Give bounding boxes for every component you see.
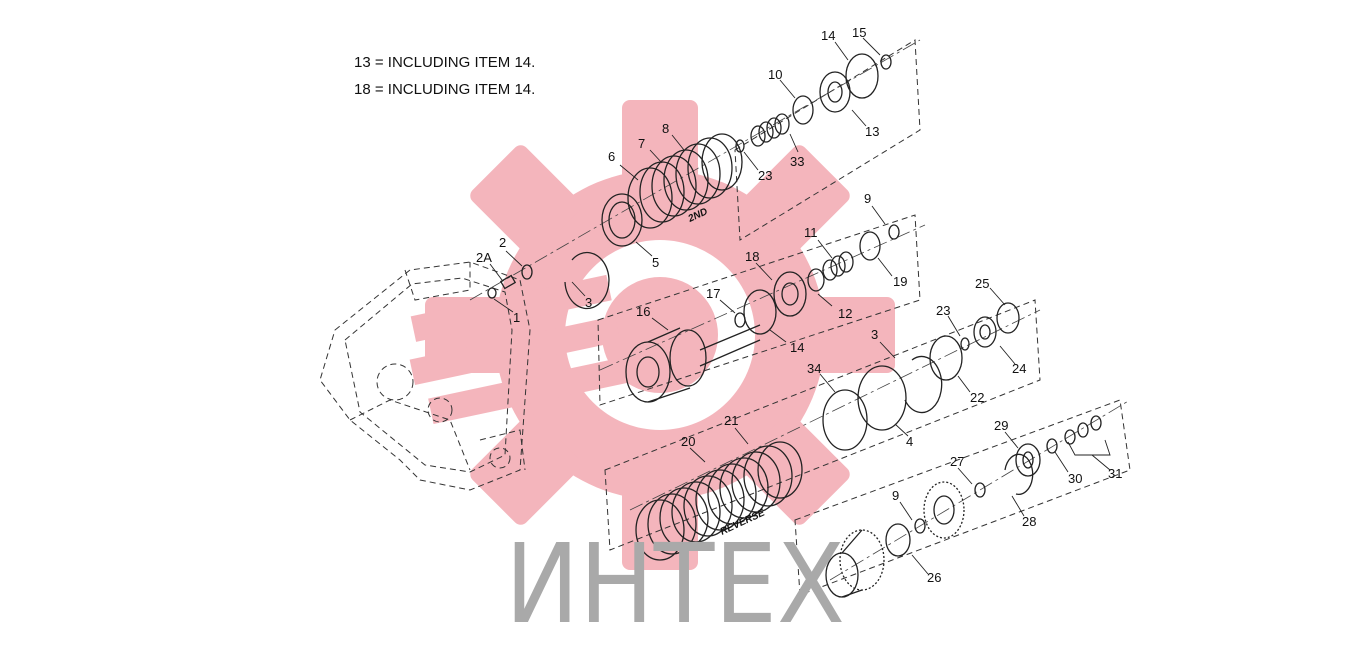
part-2-spring: [521, 264, 533, 280]
part-26-bearing: [885, 523, 911, 557]
callout-13: 13: [865, 124, 879, 139]
callout-31: 31: [1108, 466, 1122, 481]
callout-2: 2: [499, 235, 506, 250]
part-5-piston: [601, 193, 643, 247]
part-10-washer: [792, 95, 814, 125]
part-16-drum: [625, 324, 761, 403]
part-25-ring: [996, 302, 1020, 334]
transmission-housing-outline: [319, 261, 531, 491]
callout-23: 23: [936, 303, 950, 318]
part-19-washer: [859, 231, 881, 261]
callout-11: 11: [804, 225, 818, 240]
part-lower-gear-hub: [825, 529, 885, 598]
callout-28: 28: [1022, 514, 1036, 529]
part-11-spring: [822, 251, 854, 281]
part-3-snap-ring-mid: [904, 355, 943, 414]
part-23-ring-top: [735, 139, 745, 153]
callout-14: 14: [821, 28, 835, 43]
part-12-ring: [807, 268, 825, 292]
axis-lines: [469, 39, 1131, 581]
callout-2a: 2A: [476, 250, 492, 265]
part-33-spring: [750, 113, 790, 147]
part-24-bearing: [973, 316, 997, 348]
leader-lines: [489, 37, 1111, 575]
callout-27: 27: [950, 454, 964, 469]
part-30-ring: [1046, 438, 1058, 454]
part-14-ring-top: [845, 53, 879, 99]
callout-26: 26: [927, 570, 941, 585]
watermark-text: ИНТЕХ: [505, 520, 845, 648]
part-34-piston: [822, 389, 868, 451]
part-1-ring: [487, 287, 497, 299]
parts: [487, 53, 1102, 598]
callouts: 1 2 2A 3 3 4 5 6 7 8 9 9 10 11 12 13 14 …: [476, 25, 1122, 585]
callout-30: 30: [1068, 471, 1082, 486]
callout-22: 22: [970, 390, 984, 405]
callout-15: 15: [852, 25, 866, 40]
callout-5: 5: [652, 255, 659, 270]
note-line-2: 18 = INCLUDING ITEM 14.: [354, 81, 536, 98]
callout-8: 8: [662, 121, 669, 136]
part-22-ring: [929, 335, 963, 381]
callout-25: 25: [975, 276, 989, 291]
part-9-ring-top: [888, 224, 900, 240]
callout-10: 10: [768, 67, 782, 82]
callout-6: 6: [608, 149, 615, 164]
callout-14: 14: [790, 340, 804, 355]
part-gear: [923, 481, 965, 539]
part-15-ring: [880, 54, 892, 70]
callout-9: 9: [864, 191, 871, 206]
callout-34: 34: [807, 361, 821, 376]
part-29-bearing: [1015, 443, 1041, 477]
callout-18: 18: [745, 249, 759, 264]
second-clutch-pack: [627, 133, 743, 229]
callout-12: 12: [838, 306, 852, 321]
callout-3: 3: [871, 327, 878, 342]
callout-7: 7: [638, 136, 645, 151]
callout-4: 4: [906, 434, 913, 449]
callout-19: 19: [893, 274, 907, 289]
part-18-piston: [773, 271, 807, 317]
callout-3: 3: [585, 295, 592, 310]
part-28-snap-ring: [1004, 453, 1034, 496]
part-3-snap-ring: [564, 251, 610, 310]
part-27-ring: [974, 482, 986, 498]
callout-21: 21: [724, 413, 738, 428]
callout-17: 17: [706, 286, 720, 301]
part-13-piston: [819, 71, 851, 113]
note-line-1: 13 = INCLUDING ITEM 14.: [354, 54, 536, 71]
part-23-ring-mid: [960, 337, 970, 351]
callout-9: 9: [892, 488, 899, 503]
callout-33: 33: [790, 154, 804, 169]
callout-16: 16: [636, 304, 650, 319]
part-2a-pin: [499, 274, 517, 290]
callout-29: 29: [994, 418, 1008, 433]
callout-23: 23: [758, 168, 772, 183]
callout-1: 1: [513, 310, 520, 325]
watermark-gear-logo: [409, 100, 895, 570]
callout-24: 24: [1012, 361, 1026, 376]
part-14-ring-mid: [743, 289, 777, 335]
reverse-clutch-pack: [635, 441, 803, 561]
part-9-ring-low: [914, 518, 926, 534]
part-4-ring: [857, 365, 907, 431]
callout-20: 20: [681, 434, 695, 449]
